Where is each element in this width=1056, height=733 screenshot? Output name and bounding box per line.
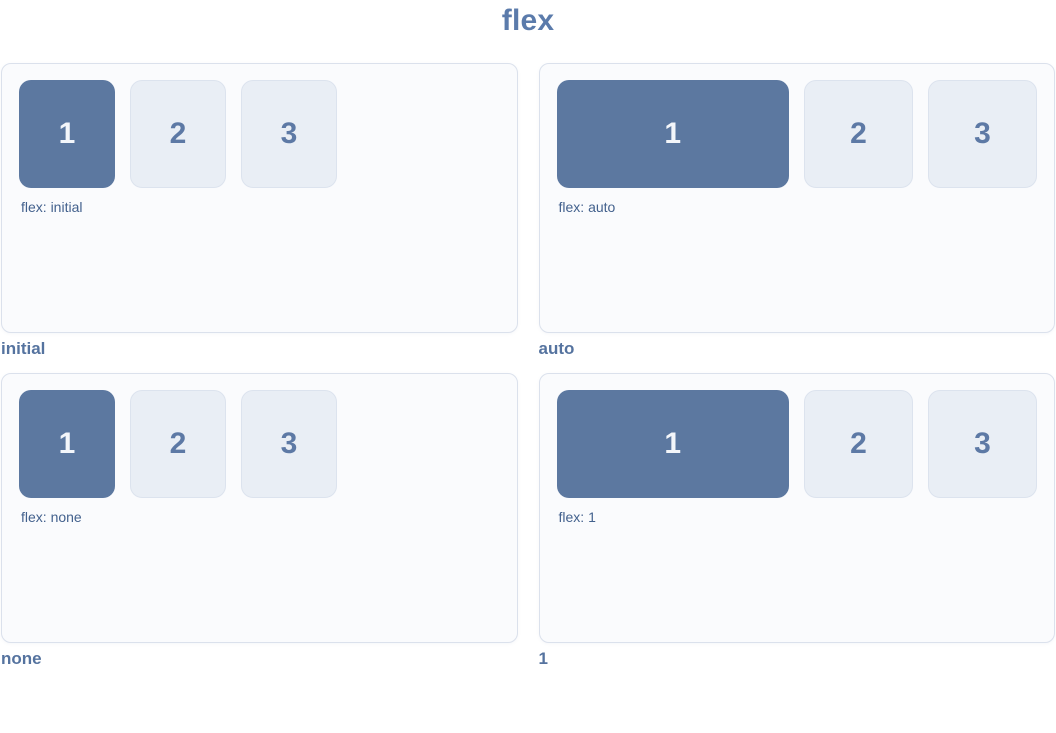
flex-box-2: 2 — [804, 390, 913, 498]
flex-box-1: 1 — [556, 390, 789, 498]
panel-caption-1: 1 — [538, 649, 548, 668]
flex-box-2: 2 — [804, 80, 913, 188]
flex-box-1: 1 — [19, 390, 115, 498]
flex-box-row: 1 2 3 — [19, 390, 500, 498]
panel-caption-initial: initial — [1, 339, 46, 358]
demo-panel-auto: 1 2 3 flex: auto — [538, 63, 1055, 333]
page-title: flex — [501, 4, 555, 37]
demo-panel-none: 1 2 3 flex: none — [1, 373, 518, 643]
flex-box-1: 1 — [19, 80, 115, 188]
demo-cell-none: 1 2 3 flex: none none — [1, 373, 518, 668]
panel-caption-none: none — [1, 649, 42, 668]
flex-box-3: 3 — [241, 80, 337, 188]
flex-box-3: 3 — [241, 390, 337, 498]
demo-cell-initial: 1 2 3 flex: initial initial — [1, 63, 518, 358]
panel-caption-auto: auto — [538, 339, 575, 358]
flex-box-1: 1 — [556, 80, 789, 188]
flex-box-3: 3 — [928, 80, 1037, 188]
flex-property-label: flex: 1 — [558, 509, 596, 525]
flex-property-label: flex: initial — [21, 199, 83, 215]
flex-property-label: flex: none — [21, 509, 82, 525]
demo-panel-initial: 1 2 3 flex: initial — [1, 63, 518, 333]
demo-panel-1: 1 2 3 flex: 1 — [538, 373, 1055, 643]
flex-box-row: 1 2 3 — [556, 390, 1037, 498]
demo-grid: 1 2 3 flex: initial initial 1 2 3 flex: … — [0, 63, 1056, 668]
demo-cell-1: 1 2 3 flex: 1 1 — [538, 373, 1055, 668]
flex-box-row: 1 2 3 — [556, 80, 1037, 188]
flex-box-2: 2 — [130, 80, 226, 188]
flex-property-label: flex: auto — [558, 199, 616, 215]
flex-box-3: 3 — [928, 390, 1037, 498]
demo-cell-auto: 1 2 3 flex: auto auto — [538, 63, 1055, 358]
flex-box-2: 2 — [130, 390, 226, 498]
flex-box-row: 1 2 3 — [19, 80, 500, 188]
